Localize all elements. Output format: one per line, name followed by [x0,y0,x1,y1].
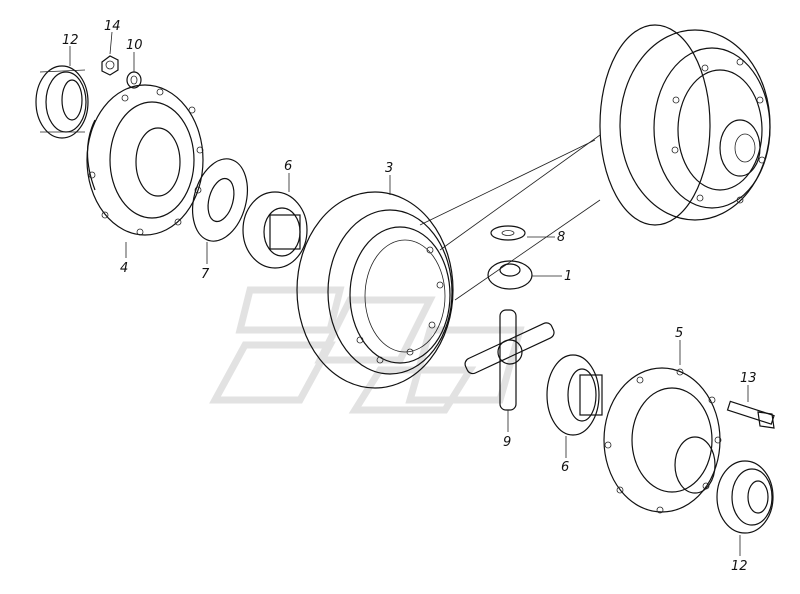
label-3: 3 [385,161,393,176]
tapered-bearing-top [35,65,89,139]
thrust-washer-7 [192,158,248,242]
label-6-bottom: 6 [561,460,569,475]
label-5: 5 [675,326,683,341]
side-gear-6-left [242,191,308,269]
pinion-gear-1 [487,260,533,290]
washer-8 [490,225,526,241]
label-12-bottom: 12 [731,559,748,574]
ring-gear-3 [296,191,454,389]
label-10: 10 [126,38,143,53]
label-7: 7 [201,267,210,282]
label-8: 8 [557,230,565,245]
assembled-differential [599,24,771,226]
label-6-top: 6 [284,159,292,174]
tapered-bearing-bottom [716,460,774,534]
side-gear-6-right [546,354,603,436]
case-half-4 [86,84,204,236]
case-half-5 [603,367,722,514]
label-leaders [69,31,749,556]
label-14: 14 [104,19,121,34]
label-1: 1 [564,269,572,284]
bolt-13 [726,400,775,429]
case-bolt-holes [88,88,204,236]
part-labels: 12 14 10 4 7 6 3 8 1 9 6 5 13 12 [62,19,757,574]
leader-lines [419,134,601,301]
nut-14 [101,55,119,76]
label-4: 4 [120,261,128,276]
watermark-logo [209,286,525,414]
label-12-top: 12 [62,33,79,48]
label-9: 9 [503,435,511,450]
label-13: 13 [740,371,757,386]
